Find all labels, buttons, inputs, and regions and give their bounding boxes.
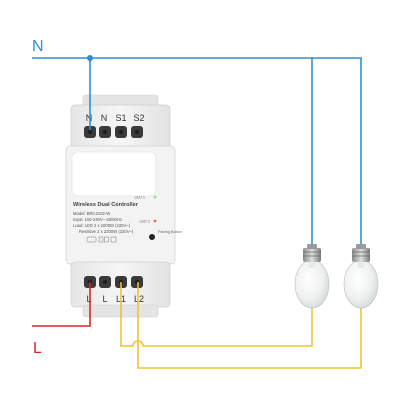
bottom-terminal-label-2: L xyxy=(102,294,107,304)
device-spec-1: Model: BRC2102-W xyxy=(73,211,110,216)
device-title: Wireless Dual Controller xyxy=(73,202,139,208)
neutral-wire xyxy=(32,57,362,250)
led-indicator-2 xyxy=(153,219,157,223)
top-terminal-label-1: N xyxy=(86,113,93,123)
led-indicator-1-label: LED 1 xyxy=(134,196,145,200)
load-wires xyxy=(120,282,362,369)
led-indicator-2-label: LED 2 xyxy=(139,220,150,224)
device-spec-3: Load: LED 2 x 1000W (220V~) xyxy=(73,223,131,228)
neutral-label: N xyxy=(32,38,44,55)
top-terminal-label-4: S2 xyxy=(133,113,144,123)
top-terminal-label-2: N xyxy=(101,113,108,123)
pairing-button[interactable] xyxy=(149,234,155,240)
top-terminal-screws xyxy=(84,126,143,138)
pairing-button-label: Pairing Button xyxy=(158,230,182,234)
top-terminal-label-3: S1 xyxy=(115,113,126,123)
device-spec-2: Input: 100-240V~ 50/60Hz xyxy=(73,217,122,222)
device-front-panel xyxy=(71,151,157,197)
led-indicator-1 xyxy=(153,195,157,199)
device-spec-4: Resistive 2 x 2200W (230V~) xyxy=(79,229,134,234)
certification-marks-icon xyxy=(86,236,117,243)
bottom-terminal-label-4: L2 xyxy=(134,294,144,304)
light-bulb-2 xyxy=(343,244,379,309)
light-bulb-1 xyxy=(294,244,330,309)
controller-device: N N S1 S2 LED 1 LED 2 Wireless Dual Cont… xyxy=(65,94,182,318)
live-wire xyxy=(32,282,91,327)
live-label: L xyxy=(33,340,42,357)
neutral-junction xyxy=(87,55,93,61)
bottom-terminal-label-1: L xyxy=(86,294,91,304)
